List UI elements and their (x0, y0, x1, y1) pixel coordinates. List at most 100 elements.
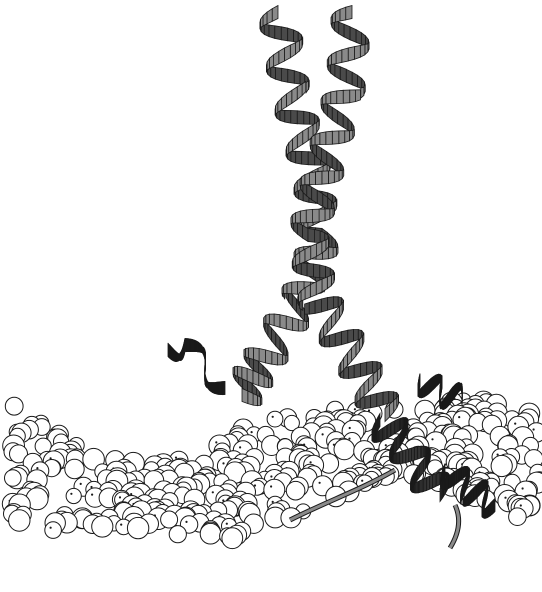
ribbon-back-face (354, 364, 360, 378)
ribbon-back-face (344, 24, 350, 40)
ribbon-front-face (341, 358, 344, 373)
ribbon-front-face (355, 46, 361, 60)
ribbon-front-face (334, 171, 339, 183)
ribbon-front-face (306, 209, 312, 222)
ribbon-back-face (301, 263, 307, 276)
ribbon-front-face (329, 54, 332, 65)
dna-atom (169, 526, 186, 543)
ribbon-front-face (282, 355, 285, 365)
ribbon-front-face (339, 171, 342, 181)
ribbon-front-face (336, 50, 342, 64)
ribbon-front-face (249, 348, 254, 360)
ribbon-front-face (342, 48, 348, 62)
ribbon-front-face (330, 209, 333, 219)
dna-atom (286, 481, 305, 500)
ribbon-front-face (321, 325, 324, 340)
ribbon-front-face (352, 343, 356, 361)
ribbon-back-face (280, 338, 284, 355)
ribbon-front-face (325, 209, 330, 221)
ribbon-front-face (297, 131, 302, 148)
ribbon-back-face (325, 335, 330, 347)
ribbon-back-face (338, 111, 344, 127)
dna-atom (267, 411, 283, 427)
ribbon-front-face (264, 376, 268, 388)
ribbon-front-face (233, 367, 234, 375)
ribbon-back-face (358, 75, 362, 88)
ribbon-front-face (270, 55, 274, 69)
ribbon-front-face (286, 90, 291, 107)
ribbon-back-face (308, 229, 314, 243)
ribbon-front-face (350, 130, 353, 140)
ribbon-front-face (337, 90, 344, 103)
ribbon-back-face (264, 24, 269, 36)
ribbon-front-face (286, 316, 292, 330)
ribbon-back-face (298, 223, 303, 238)
atom-highlight-dot (91, 494, 93, 496)
ribbon-back-face (332, 156, 337, 172)
ribbon-front-face (315, 133, 320, 145)
ribbon-front-face (237, 366, 241, 378)
atom-highlight-dot (458, 416, 460, 418)
ribbon-front-face (350, 90, 356, 103)
ribbon-back-face (315, 299, 321, 313)
ribbon-back-face (340, 67, 346, 83)
ribbon-back-face (352, 72, 357, 87)
ribbon-front-face (326, 131, 333, 144)
dna-atom (92, 516, 113, 537)
dna-atom (66, 488, 81, 503)
ribbon-front-face (258, 396, 261, 406)
ribbon-back-face (292, 294, 296, 312)
atom-highlight-dot (185, 521, 187, 523)
ribbon-back-face (291, 151, 296, 163)
ribbon-front-face (327, 275, 331, 288)
ribbon-front-face (331, 15, 332, 24)
ribbon-front-face (280, 315, 286, 329)
ribbon-front-face (291, 215, 292, 224)
ribbon-front-face (331, 91, 337, 104)
ribbon-front-face (336, 307, 340, 324)
atom-highlight-dot (130, 493, 132, 495)
atom-highlight-dot (175, 457, 177, 459)
dna-atom (5, 470, 22, 487)
ribbon-front-face (311, 244, 317, 260)
ribbon-front-face (282, 285, 284, 294)
ribbon-front-face (357, 388, 360, 403)
ribbon-back-face (304, 111, 310, 124)
ribbon-front-face (323, 94, 326, 105)
ribbon-back-face (271, 67, 276, 79)
ribbon-front-face (292, 282, 298, 295)
ribbon-front-face (313, 209, 320, 222)
ribbon-front-face (312, 135, 315, 146)
dna-atom (45, 522, 62, 539)
atom-highlight-dot (251, 431, 253, 433)
ribbon-back-face (339, 22, 344, 37)
ribbon-back-face (321, 298, 327, 313)
ribbon-front-face (245, 348, 248, 358)
dna-atom (161, 511, 178, 528)
ribbon-back-face (314, 264, 320, 278)
ribbon-back-face (307, 263, 313, 277)
ribbon-back-face (348, 330, 354, 343)
ribbon-back-face (310, 113, 315, 125)
ribbon-back-face (280, 110, 285, 122)
ribbon-front-face (317, 242, 322, 257)
dna-atom (5, 397, 23, 415)
atom-highlight-dot (272, 501, 274, 503)
ribbon-front-face (356, 339, 360, 356)
ribbon-back-face (361, 362, 367, 376)
ribbon-front-face (339, 362, 341, 374)
ribbon-front-face (287, 282, 292, 294)
ribbon-front-face (300, 210, 306, 223)
atom-highlight-dot (310, 461, 312, 463)
ribbon-front-face (242, 367, 247, 381)
dna-atom (222, 528, 243, 549)
ribbon-front-face (348, 47, 354, 61)
ribbon-front-face (235, 366, 238, 376)
ribbon-back-face (333, 297, 338, 309)
ribbon-front-face (253, 394, 257, 406)
ribbon-front-face (293, 135, 298, 151)
ribbon-front-face (327, 57, 328, 66)
atom-highlight-dot (212, 491, 214, 493)
atom-highlight-dot (348, 438, 350, 440)
ribbon-back-face (350, 27, 356, 43)
